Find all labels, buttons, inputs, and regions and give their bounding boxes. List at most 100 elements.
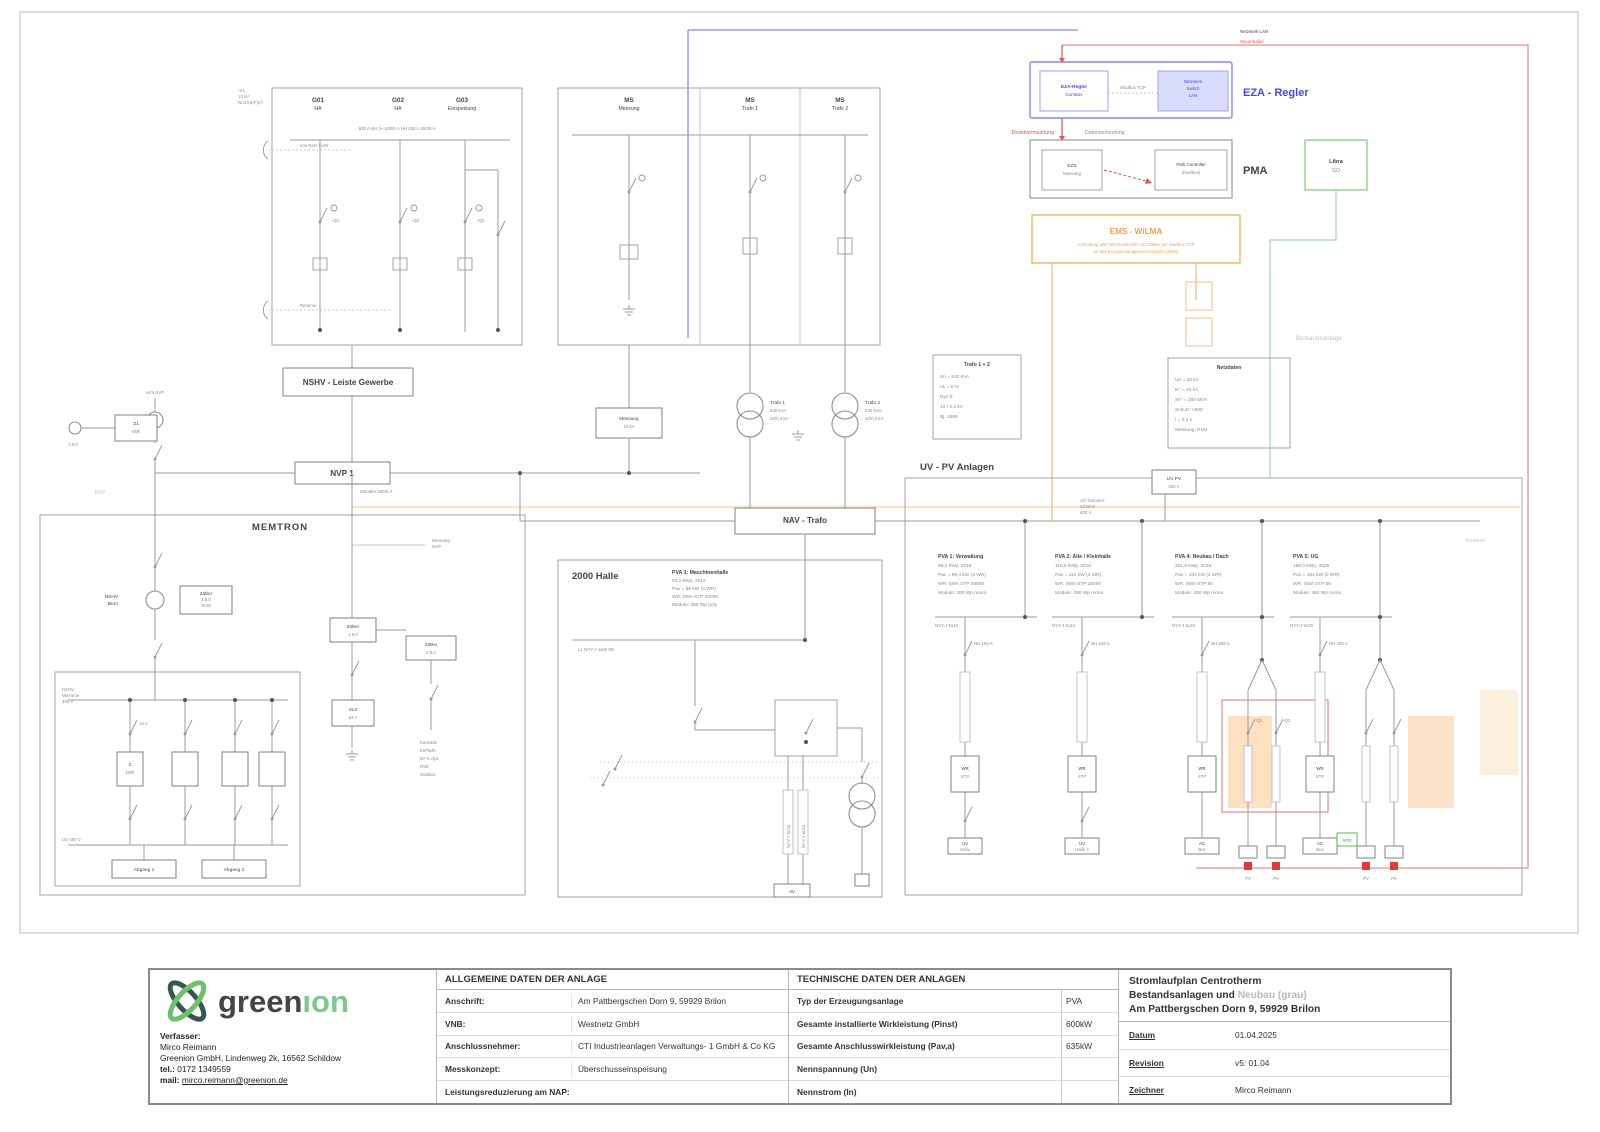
svg-text:Bestandsanlage: Bestandsanlage xyxy=(1296,335,1342,342)
svg-text:UV: UV xyxy=(1079,841,1085,846)
svg-text:LAN: LAN xyxy=(1189,93,1198,98)
svg-text:Zähler: Zähler xyxy=(200,591,213,596)
svg-text:Memtron: Memtron xyxy=(62,693,80,698)
nshv-gewerbe-label: NSHV - Leiste Gewerbe xyxy=(282,345,414,473)
svg-text:GO: GO xyxy=(1332,168,1340,174)
svg-text:198,0 kWp, 2025: 198,0 kWp, 2025 xyxy=(1293,563,1330,569)
svg-text:UV - PV Anlagen: UV - PV Anlagen xyxy=(920,462,994,473)
svg-text:NVP 1: NVP 1 xyxy=(330,469,354,478)
svg-text:Module: 380 Wp mono: Module: 380 Wp mono xyxy=(1055,590,1104,596)
svg-text:NH 160 A: NH 160 A xyxy=(974,641,993,646)
svg-text:Halle 2: Halle 2 xyxy=(1075,847,1089,852)
svg-text:WR: SMA STP 50: WR: SMA STP 50 xyxy=(1175,581,1213,587)
svg-text:kWh: kWh xyxy=(132,429,141,434)
svg-text:AC-Sammel-: AC-Sammel- xyxy=(1080,498,1106,503)
svg-text:84,2 kWp, 2012: 84,2 kWp, 2012 xyxy=(672,578,706,584)
svg-text:MS: MS xyxy=(835,97,845,104)
svg-text:Sn = 630 kVA: Sn = 630 kVA xyxy=(940,374,970,380)
svg-text:Anbindung aller Wechselrichter: Anbindung aller Wechselrichter und Zähle… xyxy=(1077,242,1194,247)
svg-text:Modbus: Modbus xyxy=(420,772,436,777)
eza-controller-group: Netzwerk LAN Steuerkabel EZA-Regler ComB… xyxy=(1012,29,1310,136)
svg-text:EZA - Regler: EZA - Regler xyxy=(1243,87,1309,99)
svg-text:NH 250 A: NH 250 A xyxy=(1211,641,1230,646)
svg-text:630 A NH 3~ 630/5 A: 630 A NH 3~ 630/5 A NH 250 A 250/5 A xyxy=(359,126,436,131)
svg-text:Sk'' = 280 MVA: Sk'' = 280 MVA xyxy=(1175,397,1208,403)
svg-text:Trafo 2: Trafo 2 xyxy=(865,400,880,406)
svg-text:1.8.0: 1.8.0 xyxy=(348,632,358,637)
svg-text:WR: WR xyxy=(961,766,968,771)
svg-text:(Modbus): (Modbus) xyxy=(1182,170,1201,175)
svg-text:PVA 2: Alte / Kleinhalle: PVA 2: Alte / Kleinhalle xyxy=(1055,554,1111,560)
svg-text:-Q3: -Q3 xyxy=(477,218,485,223)
svg-text:MS: MS xyxy=(624,97,634,104)
svg-text:119,6 kWp, 2018: 119,6 kWp, 2018 xyxy=(1055,563,1091,569)
svg-text:Büro: Büro xyxy=(108,601,118,607)
libra-go-box: Libra GO xyxy=(1304,139,1368,191)
svg-text:10 / 0,4 kV: 10 / 0,4 kV xyxy=(940,404,964,410)
svg-text:Pav = 68 kW (3 WR): Pav = 68 kW (3 WR) xyxy=(672,586,716,592)
svg-text:AV: AV xyxy=(789,889,796,895)
cable-hook-icon xyxy=(262,140,269,160)
svg-text:Zähler: Zähler xyxy=(347,624,360,629)
svg-text:Reserve: Reserve xyxy=(300,303,317,308)
svg-text:HA: HA xyxy=(394,106,402,112)
svg-text:Trafo 2: Trafo 2 xyxy=(832,106,848,112)
svg-text:UV PV: UV PV xyxy=(1167,476,1182,482)
svg-text:WR: SMA STP 20000: WR: SMA STP 20000 xyxy=(672,594,718,600)
svg-text:von Netz / UW: von Netz / UW xyxy=(300,143,329,148)
svg-text:Abgang 2: Abgang 2 xyxy=(224,867,245,873)
svg-text:Module: 260 Wp poly: Module: 260 Wp poly xyxy=(672,602,718,608)
svg-text:SPD: SPD xyxy=(1342,838,1351,843)
author-tel: tel.: 0172 1349559 xyxy=(160,1063,231,1074)
table-row: Leistungsreduzierung am NAP: xyxy=(445,1087,570,1098)
svg-text:Trafo 1: Trafo 1 xyxy=(742,106,758,112)
highlight-orange xyxy=(1408,716,1454,808)
grid-metering: vom NVP Z1 kWh 1.8.0 NVP NVP 1 Wandler 6… xyxy=(68,390,735,522)
memtron-section: MEMTRON Zähler 2.8.0 RLM NSHV Büro NSHV … xyxy=(39,473,526,896)
ems-box: EMS - WiLMA Anbindung aller Wechselricht… xyxy=(1031,214,1241,264)
svg-text:AC: AC xyxy=(1199,841,1205,846)
svg-text:Wandler 600/5 A: Wandler 600/5 A xyxy=(360,489,392,494)
drawing-title: Stromlaufplan Centrotherm Bestandsanlage… xyxy=(1119,970,1450,1023)
svg-text:2000 Halle: 2000 Halle xyxy=(572,571,618,582)
svg-text:Messung: Messung xyxy=(618,106,639,112)
svg-text:NYY-J 5x16: NYY-J 5x16 xyxy=(786,824,791,848)
svg-text:Datenverbindung: Datenverbindung xyxy=(1085,130,1125,136)
svg-text:Z: Z xyxy=(129,762,132,767)
author-email-link[interactable]: mirco.reimann@greenion.de xyxy=(181,1074,288,1085)
memtron-branches: 16 A Z kWh UV 400 V Abgang 1 Abgang 2 xyxy=(62,698,288,879)
svg-text:WR: WR xyxy=(1198,766,1205,771)
logo-wordmark: greenıon xyxy=(218,984,349,1019)
svg-text:-Q1: -Q1 xyxy=(1255,718,1263,723)
routing-lines xyxy=(687,29,1529,869)
svg-text:EZA-Regler: EZA-Regler xyxy=(1061,84,1087,90)
svg-text:PV: PV xyxy=(1391,876,1397,881)
svg-text:STP: STP xyxy=(1316,774,1325,779)
svg-text:Netzwerk: Netzwerk xyxy=(1184,79,1203,84)
svg-text:Kaskade: Kaskade xyxy=(420,740,438,745)
svg-text:NYY-J 5x16: NYY-J 5x16 xyxy=(801,824,806,848)
svg-text:Messung: Messung xyxy=(432,538,450,543)
svg-text:1.8.0: 1.8.0 xyxy=(68,442,78,447)
svg-text:60 % dyn.: 60 % dyn. xyxy=(420,756,440,761)
svg-text:PV: PV xyxy=(1273,876,1279,881)
trafo-data-box: Trafo 1 + 2 Sn = 630 kVA uk = 6 % Dyn 5 … xyxy=(932,354,1022,440)
sheet-border xyxy=(19,11,1579,934)
title-block: greenıon Verfasser: Mirco Reimann Greeni… xyxy=(148,968,1452,1105)
table-row: Nennspannung (Un) xyxy=(789,1058,1118,1082)
svg-text:-K1: -K1 xyxy=(238,88,245,93)
pv-group-3: PVA 4: Neubau / Dach 201,6 kWp, 2025 Pav… xyxy=(1172,519,1291,881)
svg-text:vom NVP: vom NVP xyxy=(146,390,165,395)
svg-text:RLM: RLM xyxy=(201,603,211,608)
svg-text:Schutz: UMZ: Schutz: UMZ xyxy=(1175,407,1203,413)
svg-text:Messung: Messung xyxy=(1063,171,1081,176)
svg-text:Einspeisung: Einspeisung xyxy=(448,106,476,112)
svg-text:NSHV - Leiste Gewerbe: NSHV - Leiste Gewerbe xyxy=(303,378,394,387)
svg-text:Z1: Z1 xyxy=(133,421,139,427)
highlight-orange xyxy=(1480,690,1518,775)
svg-text:Module: 460 Wp mono: Module: 460 Wp mono xyxy=(1175,590,1224,596)
svg-text:Zähler: Zähler xyxy=(425,642,438,647)
svg-text:Module: 460 Wp mono: Module: 460 Wp mono xyxy=(1293,590,1342,596)
